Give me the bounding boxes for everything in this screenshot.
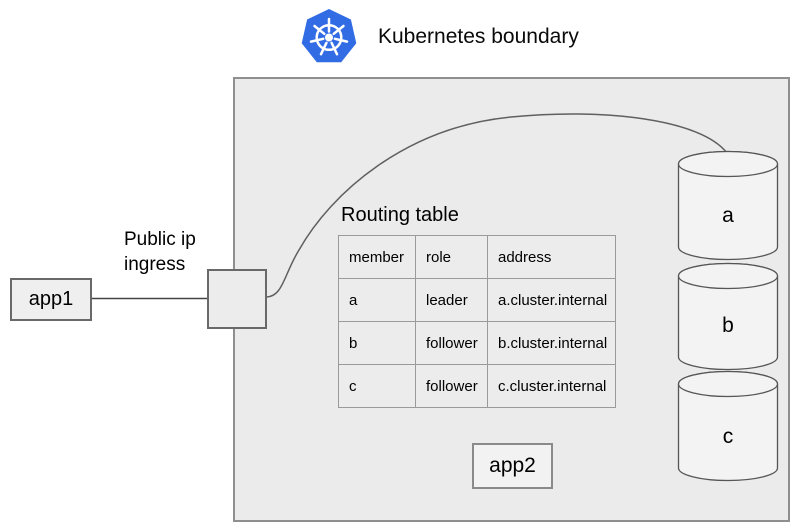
routing-table-title: Routing table xyxy=(341,204,459,226)
cell-role: follower xyxy=(415,364,488,408)
cell-member: a xyxy=(338,278,416,322)
cell-address: a.cluster.internal xyxy=(487,278,616,322)
cell-member: b xyxy=(338,321,416,365)
cell-address: b.cluster.internal xyxy=(487,321,616,365)
table-row: c follower c.cluster.internal xyxy=(338,364,616,408)
app1-node: app1 xyxy=(10,278,92,321)
column-header-address: address xyxy=(487,235,616,279)
kubernetes-icon xyxy=(301,9,357,63)
cell-member: c xyxy=(338,364,416,408)
ingress-node xyxy=(207,269,267,329)
column-header-member: member xyxy=(338,235,416,279)
app2-node: app2 xyxy=(472,443,553,489)
table-row: a leader a.cluster.internal xyxy=(338,278,616,322)
app2-label: app2 xyxy=(489,454,536,477)
cell-role: follower xyxy=(415,321,488,365)
routing-table-header-row: member role address xyxy=(338,235,616,279)
routing-table: member role address a leader a.cluster.i… xyxy=(338,235,616,408)
ingress-label: Public ip ingress xyxy=(124,229,196,275)
cell-address: c.cluster.internal xyxy=(487,364,616,408)
app1-label: app1 xyxy=(28,288,74,310)
diagram-title: Kubernetes boundary xyxy=(378,25,579,48)
table-row: b follower b.cluster.internal xyxy=(338,321,616,365)
cell-role: leader xyxy=(415,278,488,322)
column-header-role: role xyxy=(415,235,488,279)
